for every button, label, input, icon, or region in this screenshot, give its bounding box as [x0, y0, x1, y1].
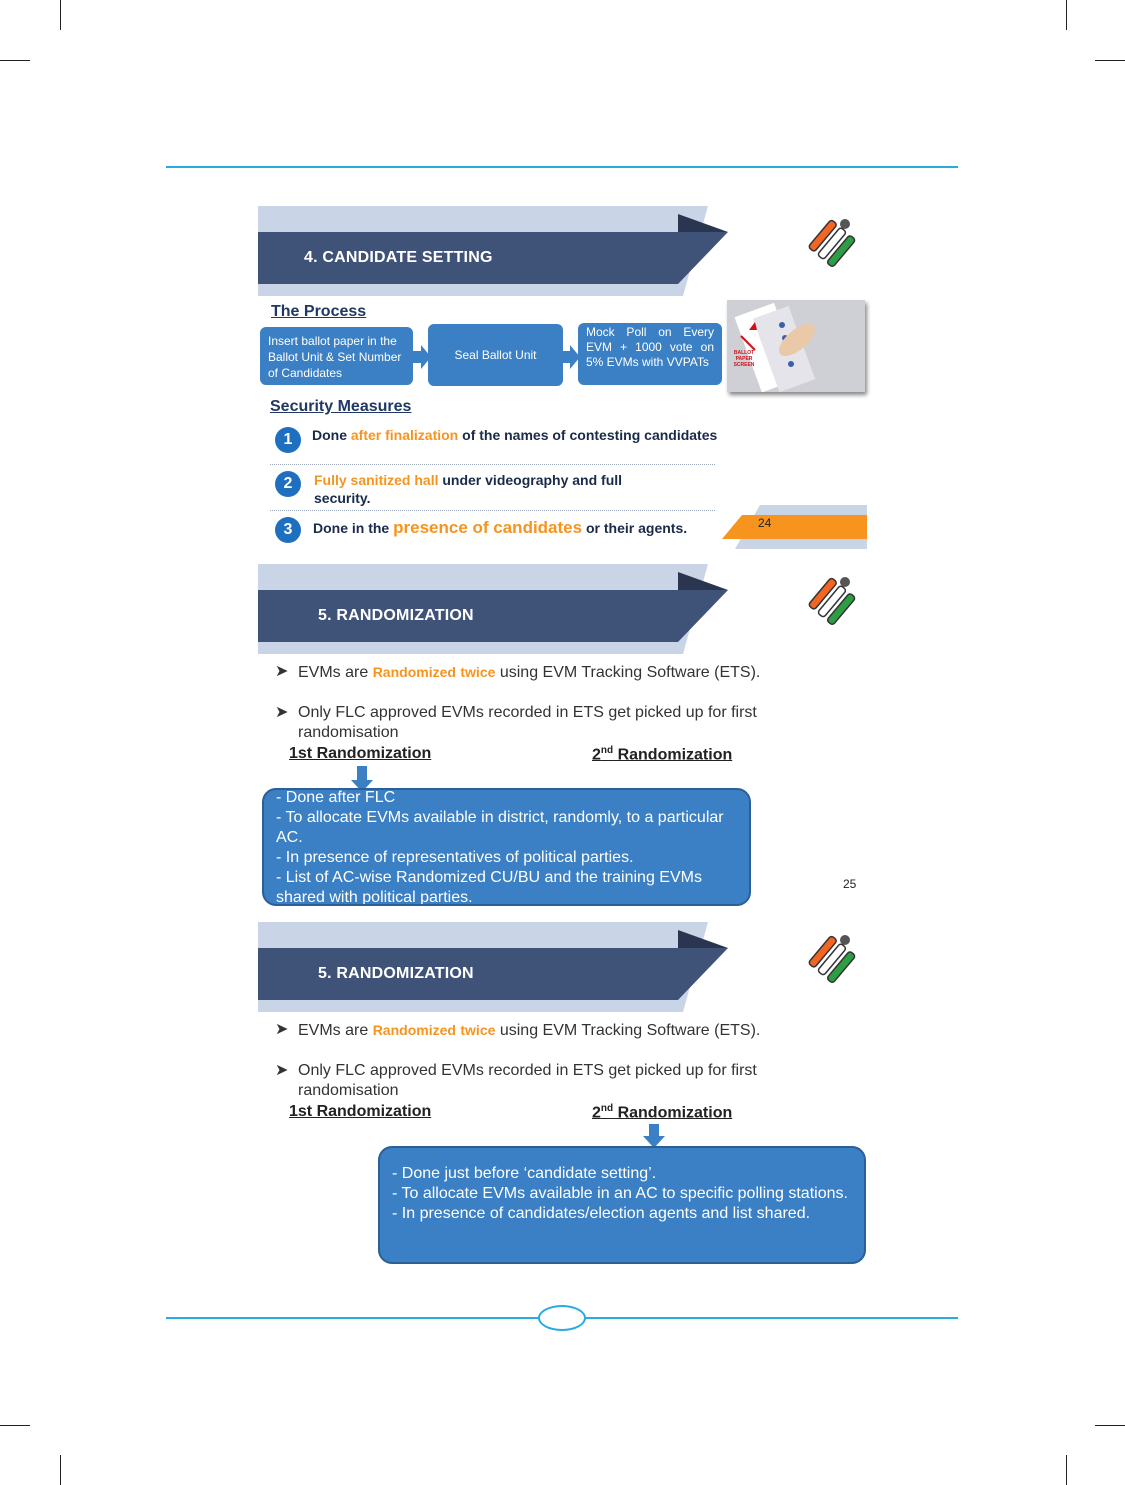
label-part: Randomization [613, 1104, 733, 1122]
second-randomization-box: - Done just before ‘candidate setting’. … [378, 1146, 866, 1264]
bullet-text: EVMs are [298, 664, 373, 681]
process-step-1: Insert ballot paper in the Ballot Unit &… [260, 327, 413, 385]
top-rule [166, 166, 958, 168]
first-randomization-label: 1st Randomization [289, 745, 432, 762]
measure-2-post: under videography and full security. [314, 472, 623, 506]
eci-logo-icon [808, 577, 856, 626]
evm-ballot-unit-icon [727, 300, 865, 392]
crop-mark [0, 60, 30, 61]
bullet-text: using EVM Tracking Software (ETS). [495, 664, 761, 681]
box-line: - In presence of candidates/election age… [392, 1205, 811, 1222]
process-heading: The Process [271, 303, 367, 320]
label-part: nd [600, 745, 614, 756]
measure-3-pre: Done in the [313, 520, 394, 536]
crop-mark [60, 1455, 61, 1485]
bullet-text: EVMs are [298, 1022, 373, 1039]
slide2-title: 5. RANDOMIZATION [318, 607, 474, 624]
measure-number-3: 3 [275, 517, 301, 543]
measure-1-post: of the names of contesting candidates [458, 427, 718, 443]
slide1-title: 4. CANDIDATE SETTING [304, 249, 493, 266]
box-line: - List of AC-wise Randomized CU/BU and t… [276, 869, 702, 906]
measure-1-highlight: after finalization [350, 427, 459, 443]
slide2-bullet-1: ➤ EVMs are Randomized twice using EVM Tr… [275, 663, 761, 681]
crop-mark [0, 1425, 30, 1426]
bullet-highlight: Randomized [372, 664, 456, 680]
arrow-down-icon [643, 1124, 665, 1148]
security-heading: Security Measures [270, 398, 412, 415]
arrow-right-icon [562, 345, 580, 369]
first-randomization-box: - Done after FLC - To allocate EVMs avai… [262, 788, 751, 906]
bullet-text: Only FLC approved EVMs recorded in ETS g… [298, 1062, 757, 1099]
measure-1: Done after finalization of the names of … [312, 426, 733, 444]
bullet-text: Only FLC approved EVMs recorded in ETS g… [298, 704, 757, 741]
measure-number-2: 2 [275, 471, 301, 497]
measure-3: Done in the presence of candidates or th… [313, 519, 733, 537]
label-part: 2 [592, 1104, 601, 1122]
page-tab [722, 505, 867, 549]
box-line: - To allocate EVMs available in an AC to… [392, 1185, 848, 1202]
slide3-header-band [258, 922, 728, 1012]
label-part: nd [600, 1103, 614, 1114]
divider [270, 464, 715, 465]
first-randomization-label: 1st Randomization [289, 1103, 432, 1120]
slide1-header-band [258, 206, 728, 296]
crop-mark [1095, 1425, 1125, 1426]
bullet-highlight: Randomized [372, 1022, 456, 1038]
slide2-header-band [258, 564, 728, 654]
eci-logo-icon [808, 935, 856, 984]
page-number-oval [538, 1305, 586, 1331]
measure-2: Fully sanitized hall under videography a… [314, 471, 674, 507]
ballot-unit-photo: BALLOT PAPER SCREEN [727, 300, 865, 392]
eci-logo-icon [808, 219, 856, 268]
label-part: 2 [592, 746, 601, 764]
bullet-highlight: twice [460, 1022, 496, 1038]
slide2-bullet-2: ➤ Only FLC approved EVMs recorded in ETS… [275, 703, 787, 743]
second-randomization-label: 2nd Randomization [592, 745, 732, 764]
divider [270, 510, 715, 511]
slide1-page-number: 24 [758, 516, 772, 530]
slide2-page-number: 25 [843, 877, 857, 891]
measure-number-1: 1 [275, 427, 301, 453]
arrow-down-icon [351, 766, 373, 792]
measure-3-highlight: presence of candidates [393, 518, 583, 537]
box-line: - Done just before ‘candidate setting’. [392, 1165, 657, 1182]
process-step-2: Seal Ballot Unit [428, 324, 563, 386]
bullet-text: using EVM Tracking Software (ETS). [495, 1022, 761, 1039]
measure-2-highlight: Fully sanitized hall [314, 472, 439, 488]
slide3-title: 5. RANDOMIZATION [318, 965, 474, 982]
crop-mark [60, 0, 61, 30]
bullet-highlight: twice [460, 664, 496, 680]
slide3-bullet-1: ➤ EVMs are Randomized twice using EVM Tr… [275, 1021, 761, 1039]
crop-mark [1066, 0, 1067, 30]
box-line: - To allocate EVMs available in district… [276, 809, 724, 846]
label-part: Randomization [613, 746, 733, 764]
measure-3-post: or their agents. [582, 520, 688, 536]
arrow-right-icon [413, 345, 431, 369]
photo-label: BALLOT PAPER SCREEN [733, 350, 755, 368]
crop-mark [1095, 60, 1125, 61]
measure-1-pre: Done [312, 427, 351, 443]
box-line: - In presence of representatives of poli… [276, 849, 634, 866]
second-randomization-label: 2nd Randomization [592, 1103, 732, 1122]
crop-mark [1066, 1455, 1067, 1485]
slide3-bullet-2: ➤ Only FLC approved EVMs recorded in ETS… [275, 1061, 787, 1101]
process-step-3: Mock Poll on Every EVM + 1000 vote on 5%… [578, 323, 722, 385]
box-line: - Done after FLC [276, 789, 396, 806]
